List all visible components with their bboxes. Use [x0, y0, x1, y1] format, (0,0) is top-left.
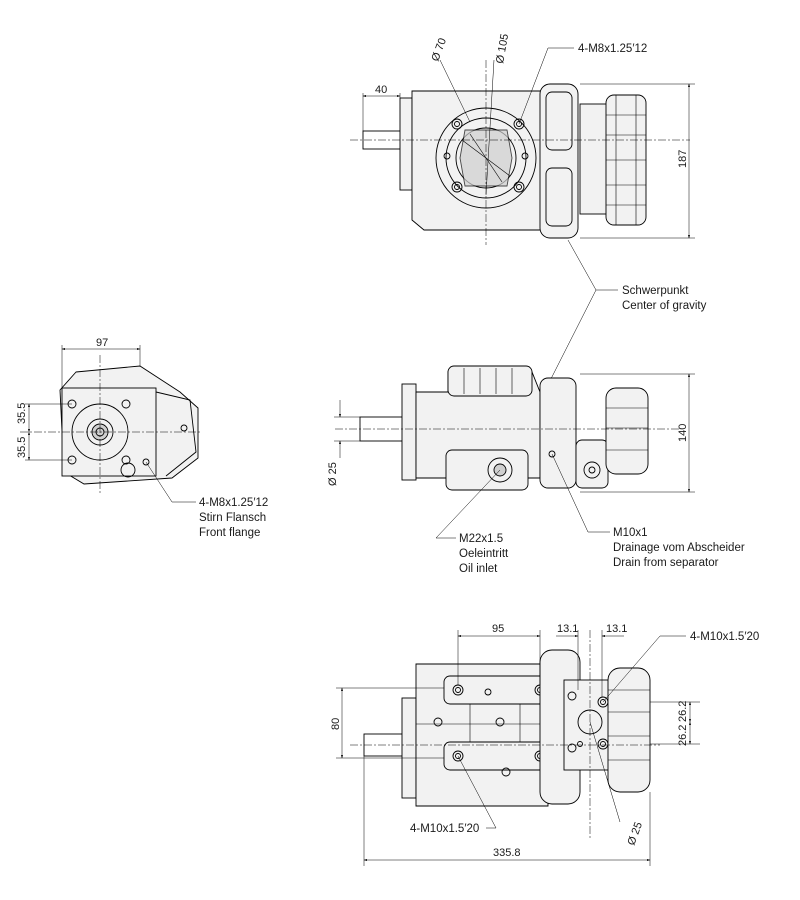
dim-97-label: 97 — [96, 337, 108, 349]
drain-label-de: Drainage vom Abscheider — [613, 542, 745, 554]
drain-thread: M10x1 — [613, 527, 648, 539]
front-flange-label-de: Stirn Flansch — [199, 512, 266, 524]
dim-35-5-bottom-label: 35.5 — [16, 437, 28, 458]
front-thread-callout: 4-M8x1.25′12 — [199, 497, 268, 509]
dim-35-5-top-label: 35.5 — [16, 403, 28, 424]
front-flange-label-en: Front flange — [199, 527, 260, 539]
oil-inlet-thread: M22x1.5 — [459, 533, 503, 545]
dim-40-label: 40 — [375, 84, 387, 96]
bottom-thread-right: 4-M10x1.5′20 — [690, 631, 759, 643]
oil-inlet-label-en: Oil inlet — [459, 563, 498, 575]
dim-13-1-left-label: 13.1 — [557, 623, 578, 635]
bottom-thread-left: 4-M10x1.5′20 — [410, 823, 479, 835]
side-view: Ø 25 140 M22x1.5 Oeleintritt Oil inlet M… — [327, 365, 745, 575]
cog-label-de: Schwerpunkt — [622, 285, 689, 297]
bottom-dim-d25-label: Ø 25 — [626, 821, 645, 848]
top-thread-callout: 4-M8x1.25′12 — [578, 43, 647, 55]
drain-label-en: Drain from separator — [613, 557, 719, 569]
dim-335-8-label: 335.8 — [493, 847, 521, 859]
dim-13-1-right-label: 13.1 — [606, 623, 627, 635]
dim-d70-label: Ø 70 — [430, 37, 449, 64]
oil-inlet-label-de: Oeleintritt — [459, 548, 509, 560]
top-view: 40 Ø 70 Ø 105 4-M8x1.25′12 187 — [350, 33, 695, 245]
dim-187-label: 187 — [677, 150, 689, 168]
cog-label-en: Center of gravity — [622, 300, 707, 312]
dim-d105-label: Ø 105 — [494, 33, 511, 65]
front-view: 97 35.5 35.5 4-M8x1.25′12 Stirn Flansch … — [16, 337, 268, 539]
side-dim-d25-label: Ø 25 — [327, 462, 339, 486]
dim-95-label: 95 — [492, 623, 504, 635]
dim-140-label: 140 — [677, 424, 689, 442]
dim-26-2-top-label: 26.2 — [677, 701, 689, 722]
dim-80-label: 80 — [330, 718, 342, 730]
dim-26-2-bottom-label: 26.2 — [677, 725, 689, 746]
bottom-view: 95 13.1 13.1 4-M10x1.5′20 80 26.2 26.2 4… — [330, 623, 759, 866]
